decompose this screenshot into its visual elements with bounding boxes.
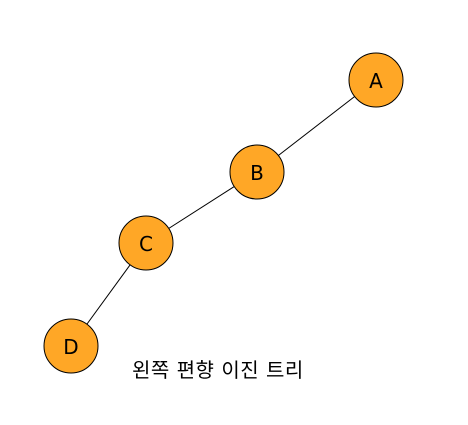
tree-node-d: D <box>43 318 99 374</box>
diagram-caption: 왼쪽 편향 이진 트리 <box>132 358 304 382</box>
node-label: B <box>250 161 264 185</box>
node-label: D <box>63 335 78 359</box>
node-circle <box>118 215 174 271</box>
node-circle <box>348 52 404 108</box>
tree-node-c: C <box>118 215 174 271</box>
node-layer: A B C D <box>43 52 404 374</box>
tree-node-b: B <box>229 144 285 200</box>
node-circle <box>43 318 99 374</box>
node-label: C <box>139 232 153 256</box>
node-circle <box>229 144 285 200</box>
tree-node-a: A <box>348 52 404 108</box>
node-label: A <box>369 69 383 93</box>
edge-layer <box>70 79 377 347</box>
